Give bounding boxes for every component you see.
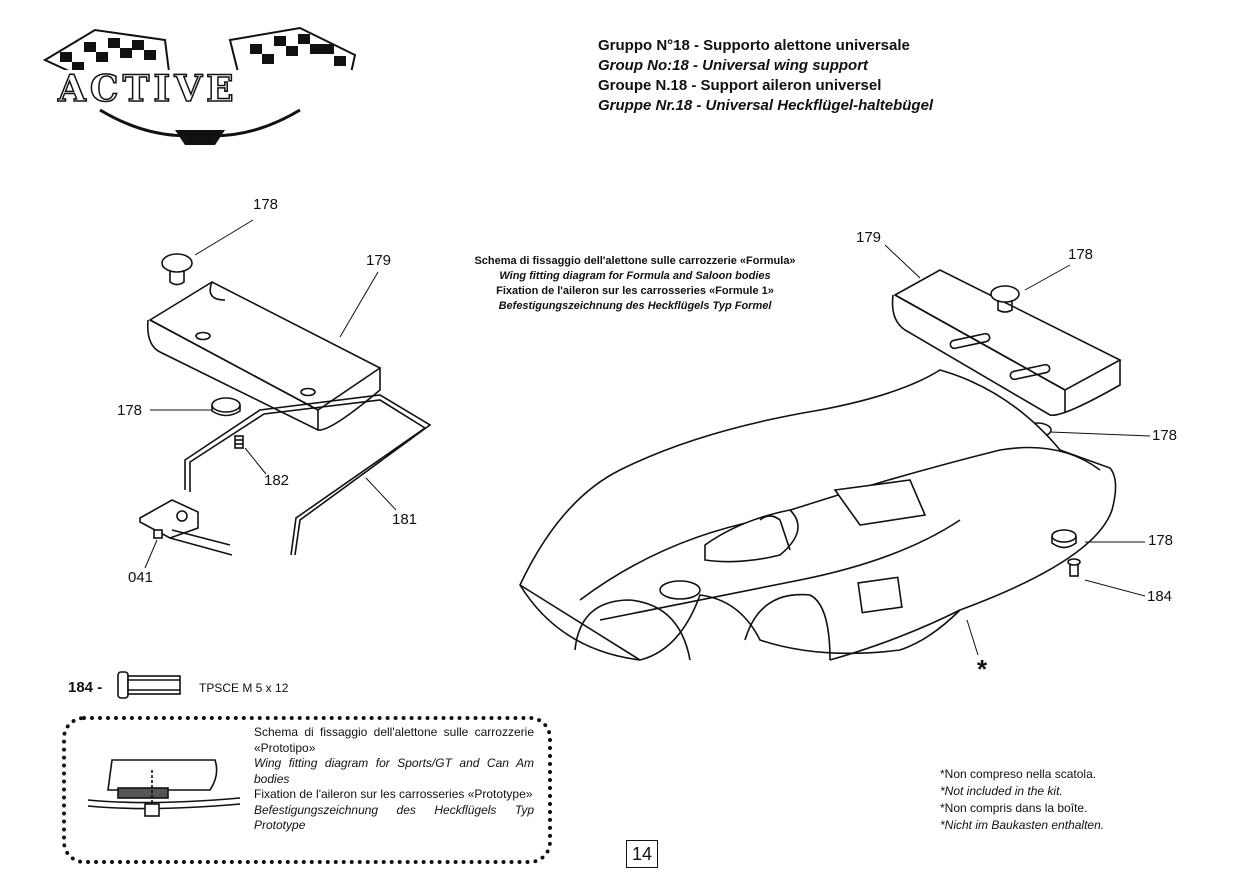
part-184-code: 184 -	[68, 679, 103, 696]
note-fr: *Non compris dans la boîte.	[940, 801, 1088, 815]
formula-caption-fr: Fixation de l'aileron sur les carrosseri…	[496, 285, 774, 297]
right-car-assembly	[519, 269, 1122, 661]
callout-asterisk: *	[977, 654, 988, 684]
formula-caption-de: Befestigungszeichnung des Heckflügels Ty…	[498, 300, 772, 312]
formula-caption-it: Schema di fissaggio dell'alettone sulle …	[474, 255, 796, 267]
callout-041: 041	[128, 569, 154, 586]
formula-caption: Schema di fissaggio dell'alettone sulle …	[420, 254, 850, 314]
prototype-box	[62, 716, 552, 864]
title-french: Groupe N.18 - Support aileron universel	[598, 77, 882, 94]
callout-178: 178	[1068, 246, 1094, 263]
callout-178: 178	[1152, 427, 1178, 444]
logo-text: ACTIVE	[57, 67, 238, 111]
callout-181: 181	[392, 511, 418, 528]
formula-caption-en: Wing fitting diagram for Formula and Sal…	[499, 270, 771, 282]
callout-179: 179	[366, 252, 392, 269]
part-184-description: TPSCE M 5 x 12	[199, 681, 289, 695]
prototype-text-fr: Fixation de l'aileron sur les carrosseri…	[254, 787, 533, 801]
note-de: *Nicht im Baukasten enthalten.	[940, 818, 1105, 832]
prototype-text: Schema di fissaggio dell'alettone sulle …	[254, 725, 534, 834]
title-italian: Gruppo N°18 - Supporto alettone universa…	[598, 37, 910, 54]
note-en: *Not included in the kit.	[940, 784, 1063, 798]
active-logo	[42, 26, 365, 145]
callout-178: 178	[117, 402, 143, 419]
page-number: 14	[626, 840, 658, 868]
title-english: Group No:18 - Universal wing support	[598, 57, 869, 74]
callout-184: 184	[1147, 588, 1173, 605]
left-wing-assembly	[139, 253, 432, 556]
right-leader-lines	[884, 244, 1151, 656]
prototype-text-en: Wing fitting diagram for Sports/GT and C…	[254, 756, 534, 786]
not-included-notes: *Non compreso nella scatola. *Not includ…	[940, 766, 1104, 834]
callout-178: 178	[1148, 532, 1174, 549]
title-german: Gruppe Nr.18 - Universal Heckflügel-halt…	[598, 97, 934, 114]
left-leader-lines	[144, 219, 397, 569]
note-it: *Non compreso nella scatola.	[940, 767, 1097, 781]
prototype-detail-drawing	[87, 759, 241, 817]
callout-182: 182	[264, 472, 290, 489]
callout-179: 179	[856, 229, 882, 246]
callout-178: 178	[253, 196, 279, 213]
prototype-text-de: Befestigungszeichnung des Heckflügels Ty…	[254, 802, 534, 833]
prototype-text-it: Schema di fissaggio dell'alettone sulle …	[254, 725, 534, 755]
group-header: Gruppo N°18 - Supporto alettone universa…	[598, 36, 933, 116]
screw-184-icon	[117, 671, 181, 699]
